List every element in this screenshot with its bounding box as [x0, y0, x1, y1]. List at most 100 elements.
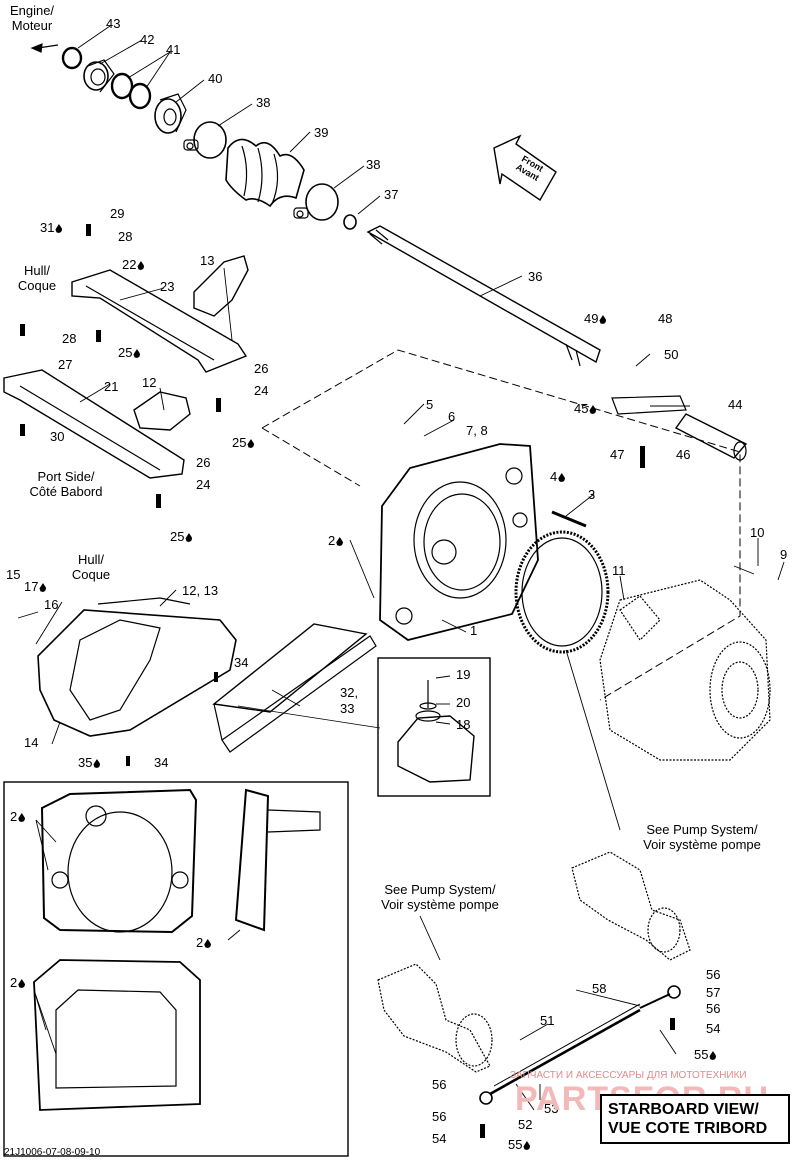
- part-number: 21: [104, 379, 119, 394]
- part-number: 7, 8: [466, 423, 488, 438]
- part-label-p54a: 54: [706, 1022, 720, 1036]
- clamp-38b: [293, 183, 339, 221]
- part-label-p35: 35: [78, 756, 101, 770]
- sealant-inset: [3, 781, 349, 1157]
- part-label-p40: 40: [208, 72, 222, 86]
- adapter-front-view: [40, 788, 198, 934]
- part-label-p20: 20: [456, 696, 470, 710]
- watermark-caption: ЗАПЧАСТИ И АКСЕССУАРЫ ДЛЯ МОТОТЕХНИКИ: [510, 1070, 747, 1081]
- sealant-drop-icon: [709, 1051, 717, 1060]
- part-label-p2a: 2: [328, 534, 344, 548]
- part-number: 3: [588, 487, 596, 502]
- part-number: 56: [432, 1109, 447, 1124]
- part-label-p42: 42: [140, 33, 154, 47]
- starboard-view-label-line2: VUE COTE TRIBORD: [608, 1120, 768, 1137]
- part-label-p27: 27: [58, 358, 72, 372]
- part-label-p28a: 28: [118, 230, 132, 244]
- sealant-drop-icon: [204, 939, 212, 948]
- part-label-p38a: 38: [256, 96, 270, 110]
- part-label-p56a: 56: [706, 968, 720, 982]
- part-label-p34a: 34: [234, 656, 248, 670]
- part-label-p56b: 56: [706, 1002, 720, 1016]
- sealant-drop-icon: [133, 349, 141, 358]
- part-number: 2: [10, 809, 18, 824]
- part-label-p21: 21: [104, 380, 118, 394]
- part-number: 20: [456, 695, 471, 710]
- part-number: 6: [448, 409, 456, 424]
- bracket-12a: [133, 391, 191, 431]
- part-label-p13a: 13: [200, 254, 214, 268]
- part-number: 4: [550, 469, 558, 484]
- plate-32-33: [212, 623, 377, 753]
- bolts: [20, 224, 675, 1138]
- engine-callout: Engine/ Moteur: [2, 3, 62, 33]
- ring-gear-3: [514, 530, 610, 654]
- engine-arrow-icon: [30, 43, 59, 53]
- part-number: 49: [584, 311, 599, 326]
- part-label-p58: 58: [592, 982, 606, 996]
- part-label-p1213: 12, 13: [182, 584, 218, 598]
- part-label-p25b: 25: [232, 436, 255, 450]
- part-number: 9: [780, 547, 788, 562]
- pump-system-callout-1: See Pump System/ Voir système pompe: [622, 822, 782, 852]
- o-ring-41a: [110, 72, 134, 100]
- part-number: 28: [62, 331, 77, 346]
- part-label-p2c: 2: [196, 936, 212, 950]
- part-number: 32,: [340, 685, 359, 700]
- port-side-callout-line2: Côté Babord: [29, 484, 103, 499]
- part-number: 40: [208, 71, 223, 86]
- part-number: 1: [470, 623, 478, 638]
- part-number: 56: [432, 1077, 447, 1092]
- part-number: 47: [610, 447, 625, 462]
- part-label-p48: 48: [658, 312, 672, 326]
- o-ring-41b: [128, 82, 152, 110]
- sealant-drop-icon: [336, 537, 344, 546]
- sealant-drop-icon: [55, 224, 63, 233]
- part-number: 38: [366, 157, 381, 172]
- part-number: 18: [456, 717, 471, 732]
- part-number: 35: [78, 755, 93, 770]
- part-label-p3233: 32,: [340, 686, 358, 700]
- hull-callout-lower-line2: Coque: [71, 567, 111, 582]
- part-number: 51: [540, 1013, 555, 1028]
- part-number: 30: [50, 429, 65, 444]
- support-23: [71, 269, 248, 373]
- part-label-p30: 30: [50, 430, 64, 444]
- starboard-view-label: STARBOARD VIEW/ VUE COTE TRIBORD: [600, 1094, 790, 1144]
- front-arrow-icon: [493, 134, 557, 202]
- part-label-p57: 57: [706, 986, 720, 1000]
- starboard-view-label-line1: STARBOARD VIEW/: [608, 1101, 759, 1118]
- part-number: 58: [592, 981, 607, 996]
- part-label-p17: 17: [24, 580, 47, 594]
- boot-39: [225, 138, 305, 208]
- part-label-p9: 9: [780, 548, 787, 562]
- port-side-callout: Port Side/ Côté Babord: [16, 469, 116, 499]
- part-number: 23: [160, 279, 175, 294]
- part-number: 12, 13: [182, 583, 219, 598]
- part-number: 33: [340, 701, 355, 716]
- part-number: 29: [110, 206, 125, 221]
- part-label-p6: 6: [448, 410, 455, 424]
- part-number: 11: [612, 563, 626, 578]
- part-number: 34: [234, 655, 249, 670]
- part-label-p11: 11: [612, 564, 626, 578]
- part-label-p12a: 12: [142, 376, 156, 390]
- part-label-p24a: 24: [254, 384, 268, 398]
- part-number: 54: [432, 1131, 447, 1146]
- part-number: 44: [728, 397, 743, 412]
- part-label-p4: 4: [550, 470, 566, 484]
- part-label-p25a: 25: [118, 346, 141, 360]
- part-number: 27: [58, 357, 73, 372]
- part-number: 56: [706, 1001, 721, 1016]
- adapter-side-view: [234, 788, 321, 932]
- part-label-p56d: 56: [432, 1110, 446, 1124]
- hull-callout-lower: Hull/ Coque: [66, 552, 116, 582]
- part-number: 42: [140, 32, 155, 47]
- part-number: 34: [154, 755, 169, 770]
- jet-pump-assembly: [599, 579, 771, 761]
- part-number: 2: [328, 533, 336, 548]
- part-number: 43: [106, 16, 121, 31]
- engine-callout-line2: Moteur: [11, 18, 53, 33]
- part-number: 55: [508, 1137, 523, 1152]
